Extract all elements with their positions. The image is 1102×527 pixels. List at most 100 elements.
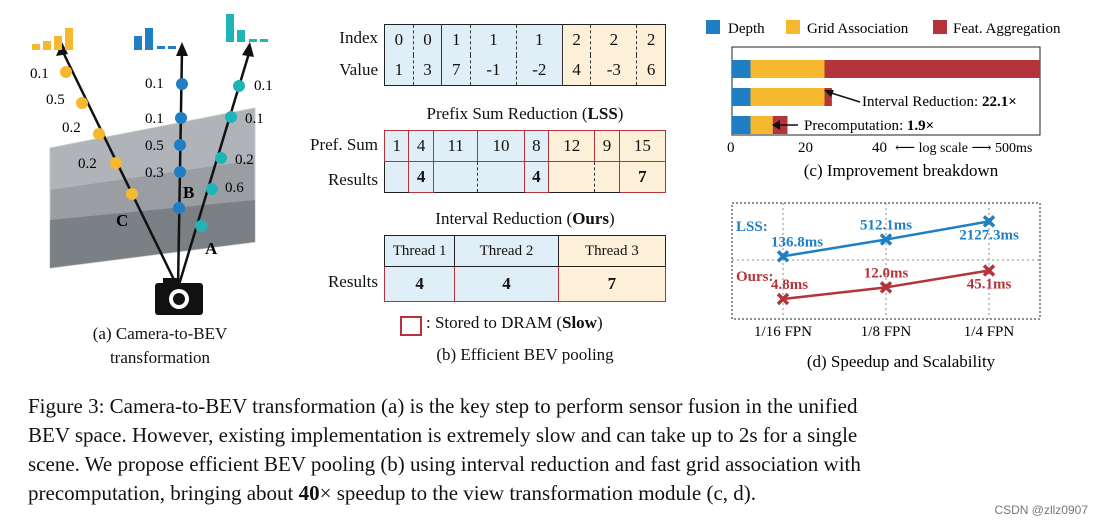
middle-histogram — [134, 28, 176, 50]
interval-reduction-table: Thread 1 Thread 2 Thread 3 4 4 7 — [383, 235, 667, 302]
svg-text:0.5: 0.5 — [46, 92, 65, 108]
table-cell — [433, 161, 478, 193]
dram-legend-box — [400, 316, 422, 336]
thread-2-header: Thread 2 — [454, 235, 559, 267]
right-histogram — [226, 14, 268, 42]
table-cell: 8 — [523, 130, 550, 162]
bar-depth-1 — [732, 88, 751, 106]
table-cell: 1 — [384, 55, 414, 86]
dram-legend-text: : Stored to DRAM (Slow) — [426, 313, 603, 332]
table-cell: 4 — [408, 130, 434, 162]
data-label-ours-2: 45.1ms — [967, 276, 1012, 292]
point-lss-1 — [879, 233, 893, 246]
bar-feat-aggregation-1 — [824, 88, 832, 106]
point-labels: A B C — [116, 183, 218, 258]
svg-text:0.2: 0.2 — [78, 156, 97, 172]
svg-text:A: A — [205, 239, 218, 258]
point-lss-2 — [982, 215, 996, 228]
data-label-lss-0: 136.8ms — [771, 234, 823, 250]
table-cell: 7 — [618, 161, 667, 193]
x-tick-20: 20 — [798, 140, 813, 156]
bar-grid-association-1 — [750, 88, 825, 106]
caption-c: (c) Improvement breakdown — [804, 161, 999, 180]
table-cell: 2 — [590, 24, 637, 55]
legend-feat-aggregation: Feat. Aggregation — [953, 21, 1061, 37]
svg-text:C: C — [116, 211, 128, 230]
table-cell: 4 — [523, 161, 550, 193]
bar-feat-aggregation-0 — [824, 60, 1040, 78]
table-cell: 15 — [618, 130, 667, 162]
data-label-lss-2: 2127.3ms — [959, 227, 1019, 243]
watermark: CSDN @zllz0907 — [994, 503, 1088, 517]
prefix-sum-table: 1 4 11 10 8 12 9 15 4 4 7 — [383, 130, 667, 193]
svg-text:0.1: 0.1 — [30, 66, 49, 82]
threads-row: Thread 1 Thread 2 Thread 3 — [383, 235, 667, 267]
svg-text:0.1: 0.1 — [245, 111, 264, 127]
caption-d: (d) Speedup and Scalability — [807, 352, 996, 371]
table-cell: 6 — [636, 55, 666, 86]
table-cell: 7 — [557, 266, 667, 302]
bar-grid-association-2 — [750, 116, 773, 134]
table-cell: -3 — [590, 55, 637, 86]
table-cell: 0 — [412, 24, 442, 55]
data-label-lss-1: 512.1ms — [860, 217, 912, 233]
point-ours-0 — [776, 292, 790, 306]
legend-depth-swatch — [706, 20, 720, 34]
svg-text:0.3: 0.3 — [145, 165, 164, 181]
lss-series-label: LSS: — [736, 219, 768, 235]
left-ray-points — [60, 66, 138, 200]
pref-sum-label: Pref. Sum — [310, 135, 378, 154]
table-cell: 0 — [384, 24, 414, 55]
value-row: 1 3 7 -1 -2 4 -3 6 — [384, 55, 666, 86]
interval-reduction-annotation: Interval Reduction: 22.1× — [862, 94, 1017, 110]
svg-text:0.1: 0.1 — [145, 76, 164, 92]
svg-text:0.2: 0.2 — [62, 120, 81, 136]
table-cell: 1 — [515, 24, 563, 55]
table-cell: 7 — [441, 55, 471, 86]
camera-icon — [155, 278, 203, 315]
table-cell: 11 — [432, 130, 479, 162]
middle-ray-probs: 0.1 0.1 0.5 0.3 — [145, 76, 164, 181]
table-cell: 1 — [470, 24, 517, 55]
caption-a: (a) Camera-to-BEV transformation — [92, 324, 228, 367]
data-label-ours-1: 12.0ms — [864, 265, 909, 281]
left-ray-probs: 0.1 0.5 0.2 0.2 — [30, 66, 97, 172]
svg-text:0.5: 0.5 — [145, 138, 164, 154]
table-cell: 10 — [477, 130, 525, 162]
pref-sum-row: 1 4 11 10 8 12 9 15 — [383, 130, 667, 162]
table-cell: 3 — [412, 55, 442, 86]
x-tick-40: 40 — [872, 140, 887, 156]
table-cell: -2 — [515, 55, 563, 86]
thread-3-header: Thread 3 — [557, 235, 667, 267]
thread-1-header: Thread 1 — [383, 235, 456, 267]
table-cell: 2 — [561, 24, 591, 55]
svg-text:0.1: 0.1 — [254, 78, 273, 94]
table-cell — [594, 161, 620, 193]
legend-feat-swatch — [933, 20, 947, 34]
bar-grid-association-0 — [750, 60, 825, 78]
precomputation-annotation: Precomputation: 1.9× — [804, 118, 934, 134]
table-cell: 4 — [408, 161, 434, 193]
table-cell: 9 — [594, 130, 620, 162]
interval-results-row: 4 4 7 — [383, 266, 667, 302]
bars — [732, 60, 1040, 134]
svg-text:0.1: 0.1 — [145, 111, 164, 127]
table-cell: 4 — [561, 55, 591, 86]
index-row: 0 0 1 1 1 2 2 2 — [384, 24, 666, 55]
svg-text:B: B — [183, 183, 194, 202]
data-label-ours-0: 4.8ms — [771, 277, 808, 293]
legend-grid-association: Grid Association — [807, 21, 909, 37]
bar-depth-0 — [732, 60, 751, 78]
table-cell: 4 — [383, 266, 456, 302]
svg-text:0.6: 0.6 — [225, 180, 244, 196]
x-label-1-4: 1/4 FPN — [964, 324, 1015, 340]
x-tick-0: 0 — [727, 140, 735, 156]
legend-depth: Depth — [728, 21, 765, 37]
table-cell: 12 — [548, 130, 596, 162]
camera-to-bev-diagram: 0.1 0.5 0.2 0.2 0.1 0.1 0.5 0.3 0.1 0.1 … — [30, 14, 273, 315]
legend-grid-swatch — [786, 20, 800, 34]
prefix-results-row: 4 4 7 — [383, 161, 667, 193]
interval-reduction-title: Interval Reduction (Ours) — [435, 209, 615, 228]
table-cell: -1 — [470, 55, 517, 86]
left-histogram — [32, 28, 73, 50]
